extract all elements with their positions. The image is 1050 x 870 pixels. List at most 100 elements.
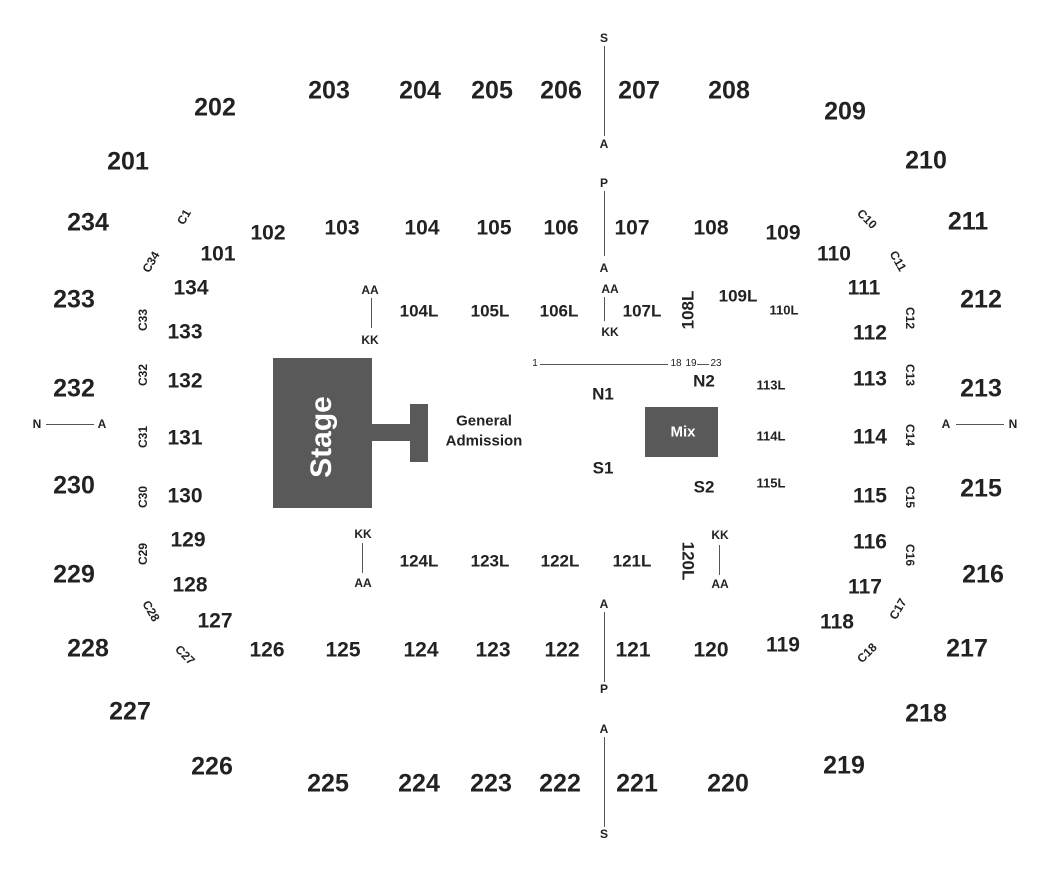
section-232[interactable]: 232 xyxy=(53,374,95,403)
section-213[interactable]: 213 xyxy=(960,374,1002,403)
section-111[interactable]: 111 xyxy=(847,276,881,300)
club-c29[interactable]: C29 xyxy=(136,542,150,566)
section-224[interactable]: 224 xyxy=(398,769,440,798)
section-123[interactable]: 123 xyxy=(475,638,511,662)
section-210[interactable]: 210 xyxy=(905,146,947,175)
section-220[interactable]: 220 xyxy=(707,769,749,798)
section-118[interactable]: 118 xyxy=(820,610,854,634)
section-222[interactable]: 222 xyxy=(539,769,581,798)
floor-section-s2[interactable]: S2 xyxy=(693,477,715,497)
section-134[interactable]: 134 xyxy=(173,276,209,300)
section-207[interactable]: 207 xyxy=(618,76,660,105)
section-128[interactable]: 128 xyxy=(172,573,208,597)
section-109l[interactable]: 109L xyxy=(718,286,758,306)
club-c10[interactable]: C10 xyxy=(854,206,880,232)
section-132[interactable]: 132 xyxy=(167,369,203,393)
club-c31[interactable]: C31 xyxy=(136,425,150,449)
club-c17[interactable]: C17 xyxy=(886,595,910,623)
section-108l[interactable]: 108L xyxy=(678,290,698,330)
section-106l[interactable]: 106L xyxy=(539,301,579,321)
section-105l[interactable]: 105L xyxy=(470,301,510,321)
section-109[interactable]: 109 xyxy=(765,221,801,245)
section-108[interactable]: 108 xyxy=(693,216,729,240)
club-c15[interactable]: C15 xyxy=(903,485,917,509)
section-228[interactable]: 228 xyxy=(67,634,109,663)
section-123l[interactable]: 123L xyxy=(470,551,510,571)
section-117[interactable]: 117 xyxy=(848,575,882,599)
section-110[interactable]: 110 xyxy=(817,242,851,266)
section-122[interactable]: 122 xyxy=(544,638,580,662)
club-c32[interactable]: C32 xyxy=(136,363,150,387)
section-218[interactable]: 218 xyxy=(905,699,947,728)
section-115l[interactable]: 115L xyxy=(756,475,786,491)
section-112[interactable]: 112 xyxy=(853,321,887,345)
club-c13[interactable]: C13 xyxy=(903,363,917,387)
section-211[interactable]: 211 xyxy=(947,207,989,236)
club-c18[interactable]: C18 xyxy=(854,640,880,666)
section-127[interactable]: 127 xyxy=(197,609,233,633)
section-120l[interactable]: 120L xyxy=(678,541,698,581)
club-c12[interactable]: C12 xyxy=(903,306,917,330)
section-125[interactable]: 125 xyxy=(325,638,361,662)
club-c27[interactable]: C27 xyxy=(172,642,198,668)
stage[interactable] xyxy=(273,358,372,508)
section-116[interactable]: 116 xyxy=(853,530,887,554)
section-225[interactable]: 225 xyxy=(307,769,349,798)
section-204[interactable]: 204 xyxy=(399,76,441,105)
section-102[interactable]: 102 xyxy=(250,221,286,245)
section-124l[interactable]: 124L xyxy=(399,551,439,571)
section-208[interactable]: 208 xyxy=(708,76,750,105)
section-130[interactable]: 130 xyxy=(167,484,203,508)
section-103[interactable]: 103 xyxy=(324,216,360,240)
section-104[interactable]: 104 xyxy=(404,216,440,240)
section-126[interactable]: 126 xyxy=(249,638,285,662)
section-105[interactable]: 105 xyxy=(476,216,512,240)
section-107[interactable]: 107 xyxy=(614,216,650,240)
section-221[interactable]: 221 xyxy=(616,769,658,798)
section-106[interactable]: 106 xyxy=(543,216,579,240)
section-203[interactable]: 203 xyxy=(308,76,350,105)
floor-section-n2[interactable]: N2 xyxy=(693,371,715,391)
section-114[interactable]: 114 xyxy=(853,425,887,449)
section-216[interactable]: 216 xyxy=(962,560,1004,589)
section-215[interactable]: 215 xyxy=(960,474,1002,503)
floor-section-n1[interactable]: N1 xyxy=(592,384,614,404)
section-212[interactable]: 212 xyxy=(960,285,1002,314)
section-122l[interactable]: 122L xyxy=(540,551,580,571)
section-131[interactable]: 131 xyxy=(167,426,203,450)
section-133[interactable]: 133 xyxy=(167,320,203,344)
club-c28[interactable]: C28 xyxy=(139,597,163,625)
section-234[interactable]: 234 xyxy=(67,208,109,237)
section-201[interactable]: 201 xyxy=(107,147,149,176)
section-209[interactable]: 209 xyxy=(824,97,866,126)
section-121[interactable]: 121 xyxy=(615,638,651,662)
floor-section-s1[interactable]: S1 xyxy=(592,458,614,478)
section-202[interactable]: 202 xyxy=(194,93,236,122)
section-124[interactable]: 124 xyxy=(403,638,439,662)
section-129[interactable]: 129 xyxy=(170,528,206,552)
club-c30[interactable]: C30 xyxy=(136,485,150,509)
section-233[interactable]: 233 xyxy=(53,285,95,314)
section-104l[interactable]: 104L xyxy=(399,301,439,321)
section-120[interactable]: 120 xyxy=(693,638,729,662)
section-227[interactable]: 227 xyxy=(109,697,151,726)
club-c33[interactable]: C33 xyxy=(136,308,150,332)
club-c34[interactable]: C34 xyxy=(139,248,163,276)
section-226[interactable]: 226 xyxy=(191,752,233,781)
section-113l[interactable]: 113L xyxy=(756,377,786,393)
section-229[interactable]: 229 xyxy=(53,560,95,589)
section-230[interactable]: 230 xyxy=(53,471,95,500)
club-c14[interactable]: C14 xyxy=(903,423,917,447)
section-113[interactable]: 113 xyxy=(853,367,887,391)
section-217[interactable]: 217 xyxy=(946,634,988,663)
club-c16[interactable]: C16 xyxy=(903,543,917,567)
section-206[interactable]: 206 xyxy=(540,76,582,105)
section-119[interactable]: 119 xyxy=(766,633,800,657)
section-223[interactable]: 223 xyxy=(470,769,512,798)
section-110l[interactable]: 110L xyxy=(769,302,799,318)
section-205[interactable]: 205 xyxy=(471,76,513,105)
section-115[interactable]: 115 xyxy=(853,484,887,508)
club-c11[interactable]: C11 xyxy=(886,248,910,274)
section-219[interactable]: 219 xyxy=(823,751,865,780)
section-121l[interactable]: 121L xyxy=(612,551,652,571)
